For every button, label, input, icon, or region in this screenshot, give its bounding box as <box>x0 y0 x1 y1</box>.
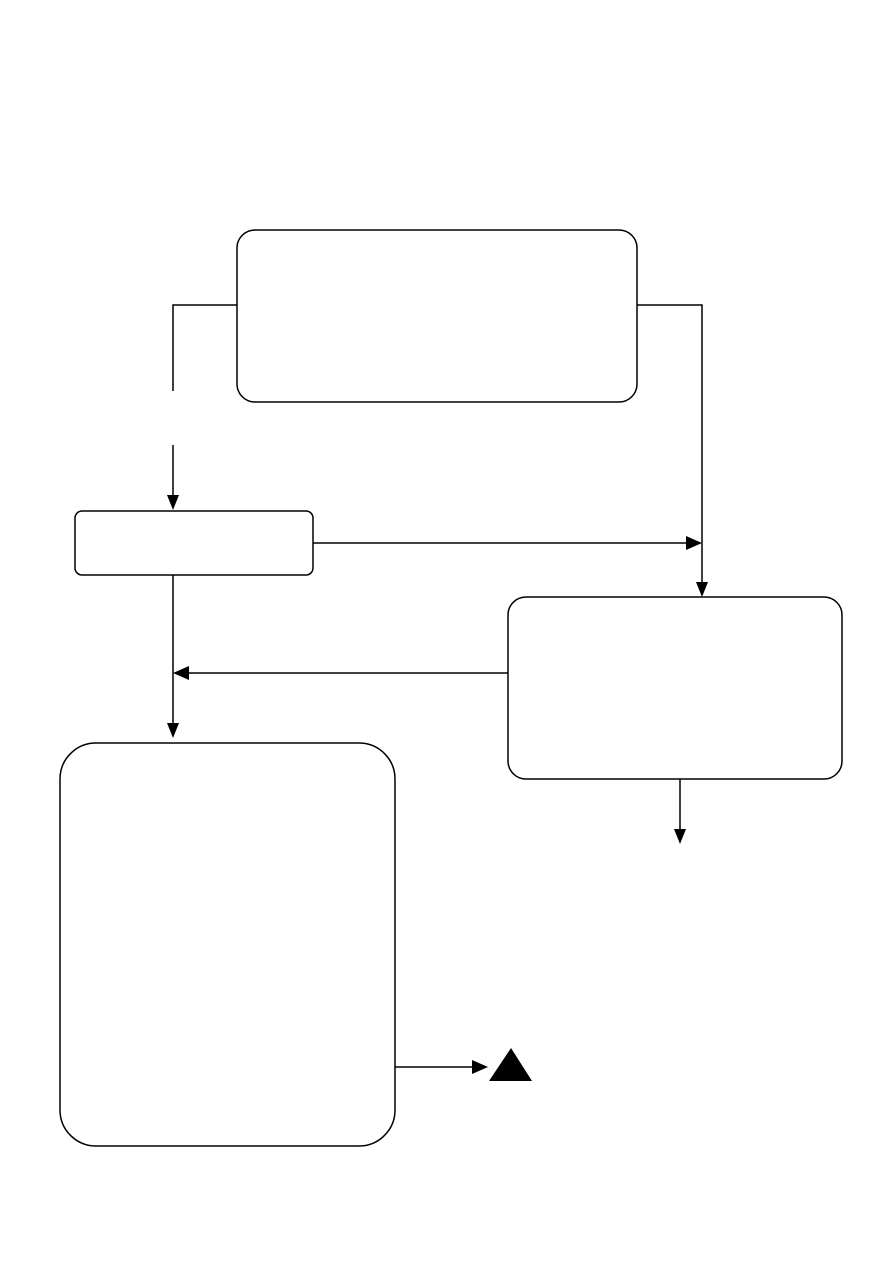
arrowhead-right-icon <box>686 536 702 550</box>
left-small-box <box>74 510 314 576</box>
top-box <box>236 229 638 403</box>
top-box-shape <box>236 229 638 403</box>
connector-bottom-to-triangle <box>395 1060 488 1074</box>
arrowhead-right-icon <box>472 1060 488 1074</box>
filled-triangle-icon <box>489 1048 532 1081</box>
arrowhead-down-icon <box>167 495 179 510</box>
connector-left-small-to-right <box>313 536 702 550</box>
connector-line-upper <box>172 304 237 391</box>
arrowhead-down-icon <box>167 723 179 738</box>
arrowhead-left-icon <box>173 666 189 680</box>
connector-left-small-to-bottom <box>167 575 179 738</box>
connector-top-to-left-small <box>167 304 237 510</box>
left-small-box-shape <box>74 510 314 576</box>
connector-right-to-left-line <box>173 666 508 680</box>
connector-top-to-right <box>637 304 708 597</box>
right-box <box>507 596 843 780</box>
connector-line <box>637 304 703 584</box>
bottom-left-box-shape <box>59 742 396 1147</box>
right-box-shape <box>507 596 843 780</box>
bottom-left-box <box>59 742 396 1147</box>
arrowhead-down-icon <box>696 582 708 597</box>
arrowhead-down-icon <box>674 829 686 844</box>
connector-right-down <box>674 779 686 844</box>
